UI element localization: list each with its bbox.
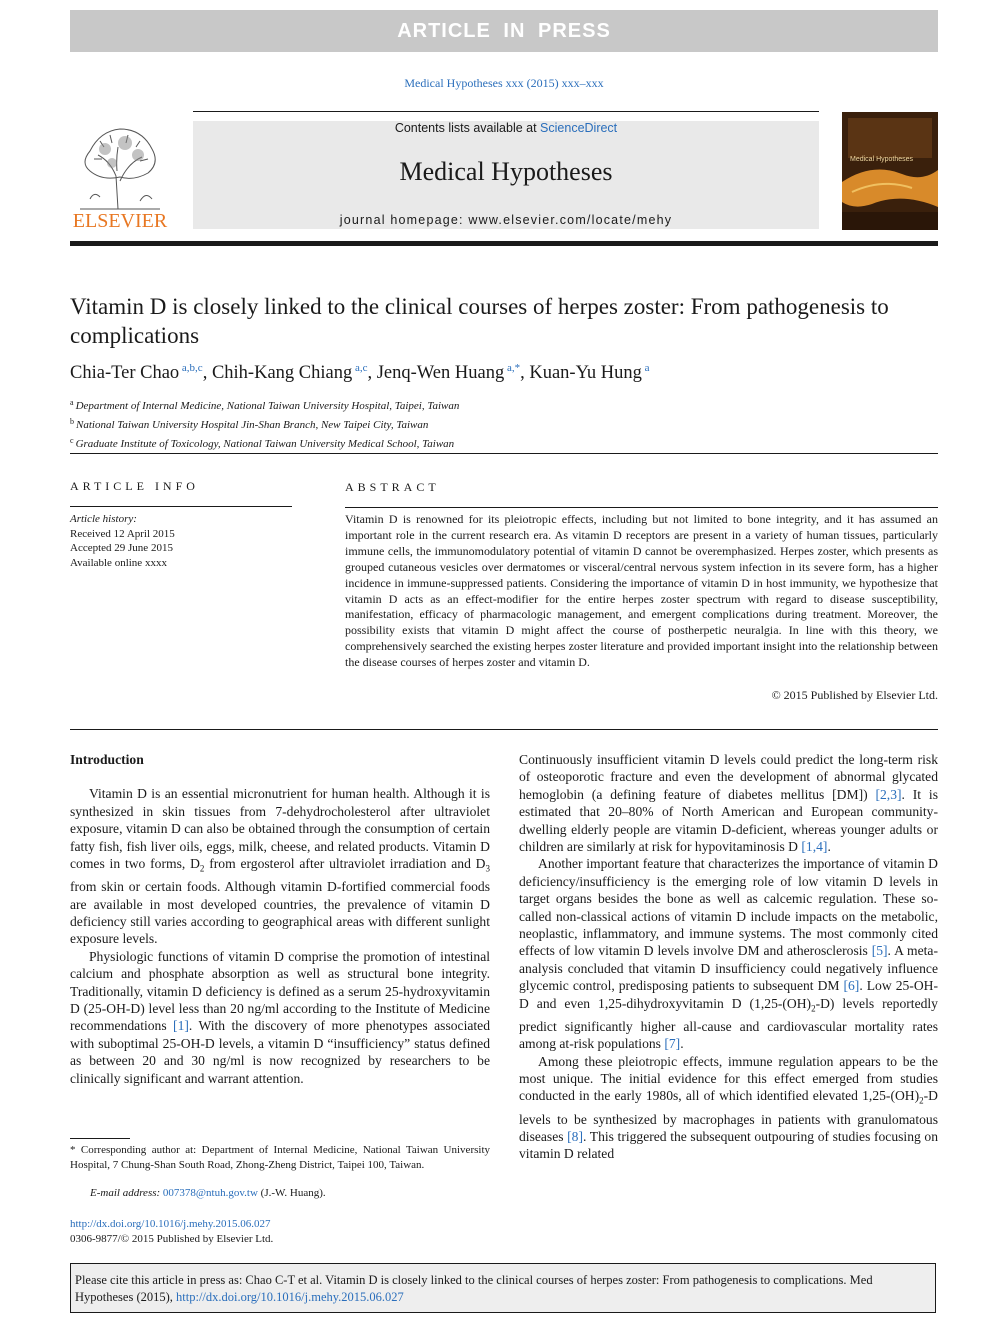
paragraph: Continuously insufficient vitamin D leve… — [519, 752, 938, 855]
paragraph: Physiologic functions of vitamin D compr… — [70, 948, 490, 1086]
author-affiliation-marks[interactable]: a,b,c — [179, 362, 203, 374]
sciencedirect-link[interactable]: ScienceDirect — [540, 121, 618, 135]
article-history: Article history: Received 12 April 2015 … — [70, 512, 292, 570]
body-left-column: Introduction Vitamin D is an essential m… — [70, 751, 490, 1087]
reference-link[interactable]: [7] — [664, 1036, 681, 1052]
abstract-rule — [345, 507, 938, 508]
author-affiliation-marks[interactable]: a,* — [504, 362, 521, 374]
author-name: Chih-Kang Chiang — [211, 363, 353, 383]
reference-link[interactable]: [1] — [173, 1018, 189, 1034]
citation-box: Please cite this article in press as: Ch… — [70, 1263, 936, 1313]
received-date: Received 12 April 2015 — [70, 527, 175, 540]
paragraph: Vitamin D is an essential micronutrient … — [70, 786, 491, 947]
introduction-heading: Introduction — [70, 752, 144, 767]
journal-reference-link[interactable]: Medical Hypotheses xxx (2015) xxx–xxx — [404, 76, 604, 90]
abstract-text: Vitamin D is renowned for its pleiotropi… — [345, 512, 938, 670]
header-bottom-rule — [70, 241, 938, 246]
author-name: Kuan-Yu Hung — [529, 363, 642, 383]
article-info-rule — [70, 506, 292, 507]
author-affiliation-marks[interactable]: a,c — [352, 362, 368, 374]
journal-header-box — [193, 121, 819, 229]
accepted-date: Accepted 29 June 2015 — [70, 542, 173, 554]
footnote-rule — [70, 1138, 130, 1139]
author-name: Jenq-Wen Huang — [376, 363, 505, 383]
reference-link[interactable]: [6] — [843, 978, 860, 994]
citation-text: Please cite this article in press as: Ch… — [75, 1273, 873, 1304]
corresponding-author-footnote: * Corresponding author at: Department of… — [70, 1144, 490, 1171]
reference-link[interactable]: [1,4] — [801, 839, 828, 855]
title-bottom-rule — [70, 453, 938, 454]
author-list: Chia-Ter Chao a,b,c, Chih-Kang Chiang a,… — [70, 362, 650, 383]
reference-link[interactable]: [8] — [567, 1128, 584, 1144]
paragraph: Among these pleiotropic effects, immune … — [519, 1053, 938, 1162]
issn-line: 0306-9877/© 2015 Published by Elsevier L… — [70, 1232, 274, 1245]
reference-link[interactable]: [5] — [871, 943, 888, 959]
author-affiliation-marks[interactable]: a — [641, 362, 650, 374]
journal-title: Medical Hypotheses — [399, 157, 613, 186]
history-label: Article history: — [70, 513, 137, 525]
citation-doi-link[interactable]: http://dx.doi.org/10.1016/j.mehy.2015.06… — [176, 1290, 404, 1304]
journal-cover-thumbnail: Medical Hypotheses — [842, 112, 938, 230]
contents-prefix: Contents lists available at — [394, 121, 541, 135]
article-in-press-banner: ARTICLE IN PRESS — [70, 10, 938, 52]
body-right-column: Continuously insufficient vitamin D leve… — [519, 751, 938, 1163]
email-label: E-mail address: — [90, 1187, 161, 1199]
doi-link[interactable]: http://dx.doi.org/10.1016/j.mehy.2015.06… — [70, 1218, 271, 1230]
article-info-label: ARTICLE INFO — [70, 479, 199, 493]
abstract-copyright: © 2015 Published by Elsevier Ltd. — [771, 688, 938, 702]
article-title: Vitamin D is closely linked to the clini… — [70, 294, 889, 348]
elsevier-tree-logo — [70, 121, 170, 233]
email-link[interactable]: 007378@ntuh.gov.tw — [162, 1187, 258, 1199]
abstract-label: ABSTRACT — [345, 480, 440, 494]
email-suffix: (J.-W. Huang). — [257, 1187, 326, 1199]
cover-title: Medical Hypotheses — [850, 156, 914, 163]
online-date: Available online xxxx — [70, 556, 167, 569]
email-line: E-mail address: 007378@ntuh.gov.tw (J.-W… — [70, 1187, 490, 1199]
abstract-bottom-rule — [70, 729, 938, 730]
doi-block: http://dx.doi.org/10.1016/j.mehy.2015.06… — [70, 1217, 490, 1246]
paragraph: Another important feature that character… — [519, 856, 938, 1052]
contents-available-line: Contents lists available at ScienceDirec… — [193, 121, 819, 135]
journal-homepage-line[interactable]: journal homepage: www.elsevier.com/locat… — [339, 213, 673, 227]
header-top-rule — [193, 111, 819, 112]
elsevier-wordmark: ELSEVIER — [72, 210, 168, 232]
reference-link[interactable]: [2,3] — [875, 786, 902, 802]
author-name: Chia-Ter Chao — [70, 363, 180, 383]
